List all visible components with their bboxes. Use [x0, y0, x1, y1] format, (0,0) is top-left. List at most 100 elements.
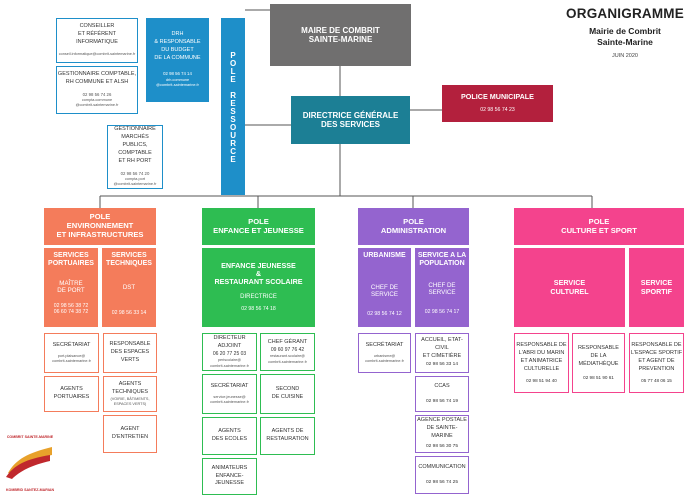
commune-logo: COMBRIT SAINTE-MARINE KOMBRID SANTEZ-MAR… — [2, 435, 58, 495]
sport-line2: L'ESPACE SPORTIF — [630, 349, 683, 356]
agents-ecoles-line2: DES ECOLES — [211, 436, 248, 442]
sport-line1: RESPONSABLE DE — [631, 341, 682, 348]
marches-line4: ET RH PORT — [118, 158, 152, 165]
admin-sec-email2: combrit-saintemarine.fr — [365, 358, 404, 363]
admin-sec-label: SECRÉTARIAT — [365, 341, 404, 348]
agents-tech-line2: TECHNIQUES — [111, 388, 149, 395]
adjoint-label: DIRECTEUR ADJOINT — [213, 335, 246, 350]
agents-ecoles-line1: AGENTS — [218, 428, 241, 435]
espace-sportif-box: RESPONSABLE DE L'ESPACE SPORTIF ET AGENT… — [629, 333, 684, 393]
compta-email2: @combrit-saintemarine.fr — [75, 103, 119, 108]
mediatheque-phone: 02 98 51 90 61 — [583, 374, 614, 380]
page-title: ORGANIGRAMME — [566, 6, 684, 21]
abri-line3: ET ANIMATRICE — [520, 357, 563, 364]
agents-resto-line1: AGENTS DE — [271, 428, 304, 435]
police-box: POLICE MUNICIPALE 02 98 56 74 23 — [442, 85, 553, 122]
tech-phone: 02 98 56 33 14 — [111, 310, 147, 317]
enfance-sec-email2: combrit-saintemarine.fr — [210, 399, 249, 404]
pole-culture-title2: CULTURE ET SPORT — [561, 225, 637, 235]
pole-ressource-label: POLE RESSOURCE — [228, 50, 238, 163]
service-population-box: SERVICE A LA POPULATION CHEF DE SERVICE … — [415, 248, 469, 327]
enfance-restaurant-box: ENFANCE JEUNESSE & RESTAURANT SCOLAIRE D… — [202, 248, 315, 327]
agence-postale-box: AGENCE POSTALE DE SAINTE-MARINE 02 98 56… — [415, 415, 469, 453]
maire-label: MAIRE DE COMBRIT SAINTE-MARINE — [301, 25, 380, 44]
second-cuisine-box: SECOND DE CUISINE — [260, 374, 315, 414]
logo-text2: KOMBRID SANTEZ-MARIAN — [5, 488, 55, 492]
mediatheque-line3: MÉDIATHÈQUE — [578, 360, 619, 367]
conseiller-line2: ET RÉFÉRENT — [77, 31, 117, 38]
compta-line1: GESTIONNAIRE COMPTABLE, — [57, 71, 137, 78]
pole-env-title1: POLE — [89, 212, 111, 222]
env-sec-label: SECRÉTARIAT — [52, 341, 91, 348]
agents-techniques-box: AGENTS TECHNIQUES (VOIRIE, BÂTIMENTS, ES… — [103, 376, 157, 412]
population-title1: SERVICE A LA — [417, 252, 467, 259]
sport-line3: ET AGENT DE — [638, 357, 675, 364]
ports-phone2: 06 60 74 38 72 — [53, 309, 89, 316]
sportif-title1: SERVICE — [640, 278, 673, 288]
etat-civil-box: ACCUEIL, ETAT-CIVIL ET CIMETIÈRE 02 98 5… — [415, 333, 469, 373]
ccas-phone: 02 98 56 74 19 — [425, 398, 458, 404]
pole-admin-title1: POLE — [403, 216, 424, 226]
ports-title2: PORTUAIRES — [48, 260, 94, 268]
conseiller-line1: CONSEILLER — [79, 23, 115, 30]
enfance-main-title3: RESTAURANT SCOLAIRE — [214, 277, 303, 287]
drh-line4: DE LA COMMUNE — [154, 55, 201, 62]
urbanisme-role2: SERVICE — [370, 291, 399, 299]
enfance-main-title2: & — [255, 268, 262, 278]
drh-phone: 02 98 56 74 14 — [163, 71, 192, 77]
marches-box: GESTIONNAIRE MARCHÉS PUBLICS, COMPTABLE … — [107, 125, 163, 189]
resp-verts-line1: RESPONSABLE — [109, 341, 151, 348]
communication-box: COMMUNICATION 02 98 56 74 25 — [415, 456, 469, 494]
abri-line2: L'ABRI DU MARIN — [518, 349, 565, 356]
services-techniques-box: SERVICES TECHNIQUES DST 02 98 56 33 14 — [102, 248, 156, 327]
abri-marin-box: RESPONSABLE DE L'ABRI DU MARIN ET ANIMAT… — [514, 333, 569, 393]
logo-emblem-icon — [6, 447, 52, 479]
agents-restauration-box: AGENTS DE RESTAURATION — [260, 417, 315, 455]
culturel-title2: CULTUREL — [550, 286, 589, 296]
agent-entretien-line2: D'ENTRETIEN — [111, 434, 149, 440]
page-subtitle: Mairie de Combrit — [589, 26, 661, 36]
ports-title1: SERVICES — [53, 252, 89, 259]
drh-email2: @combrit-saintemarine.fr — [156, 83, 199, 88]
police-phone: 02 98 56 74 23 — [480, 106, 515, 113]
marches-email2: @combrit-saintemarine.fr — [113, 182, 157, 187]
abri-line1: RESPONSABLE DE — [516, 341, 567, 348]
marches-line1: GESTIONNAIRE — [114, 126, 156, 133]
second-line1: SECOND — [275, 386, 300, 393]
pole-env-title2: ENVIRONNEMENT — [66, 221, 134, 231]
drh-line3: DU BUDGET — [161, 47, 194, 54]
etat-civil-phone: 02 98 56 33 14 — [425, 362, 458, 368]
urbanisme-phone: 02 98 56 74 12 — [367, 311, 402, 318]
communication-phone: 02 98 56 74 25 — [425, 479, 458, 485]
agents-portuaires-line1: AGENTS — [60, 386, 83, 393]
animateurs-line1: ANIMATEURS — [211, 464, 248, 471]
resp-espaces-verts-box: RESPONSABLE DES ESPACES VERTS — [103, 333, 157, 373]
enfance-main-role: DIRECTRICE — [240, 294, 277, 301]
enfance-main-phone: 02 98 56 74 18 — [241, 306, 276, 313]
agence-line1: AGENCE POSTALE — [417, 416, 467, 423]
env-secretariat-box: SECRÉTARIAT port.plaisance@ combrit-sain… — [44, 333, 99, 373]
service-culturel-box: SERVICE CULTUREL — [514, 248, 625, 327]
mediatheque-box: RESPONSABLE DE LA MÉDIATHÈQUE 02 98 51 9… — [572, 333, 625, 393]
maire-box: MAIRE DE COMBRIT SAINTE-MARINE — [270, 4, 411, 66]
agents-resto-line2: RESTAURATION — [266, 436, 309, 442]
mediatheque-line1: RESPONSABLE — [578, 344, 619, 351]
agent-entretien-line1: AGENT — [120, 426, 140, 433]
pole-enfance-title2: ENFANCE ET JEUNESSE — [213, 225, 304, 235]
admin-secretariat-box: SECRÉTARIAT urbanisme@ combrit-saintemar… — [358, 333, 411, 373]
admin-sec-email1: urbanisme@ — [373, 353, 396, 358]
drh-email1: drh.commune — [165, 77, 190, 82]
agents-portuaires-box: AGENTS PORTUAIRES — [44, 376, 99, 412]
drh-box: DRH & RESPONSABLE DU BUDGET DE LA COMMUN… — [146, 18, 209, 102]
sportif-title2: SPORTIF — [640, 286, 673, 296]
tech-title1: SERVICES — [111, 252, 147, 259]
agents-portuaires-line2: PORTUAIRES — [53, 394, 90, 400]
ports-role2: DE PORT — [57, 287, 85, 295]
police-title: POLICE MUNICIPALE — [461, 92, 534, 102]
page-subtitle-2: Sainte-Marine — [597, 37, 653, 47]
compta-line2: RH COMMUNE ET ALSH — [65, 79, 129, 86]
pole-ressource-bar: POLE RESSOURCE — [221, 18, 245, 195]
service-sportif-box: SERVICE SPORTIF — [629, 248, 684, 327]
agents-tech-line1: AGENTS — [118, 380, 142, 387]
communication-label: COMMUNICATION — [418, 463, 466, 470]
